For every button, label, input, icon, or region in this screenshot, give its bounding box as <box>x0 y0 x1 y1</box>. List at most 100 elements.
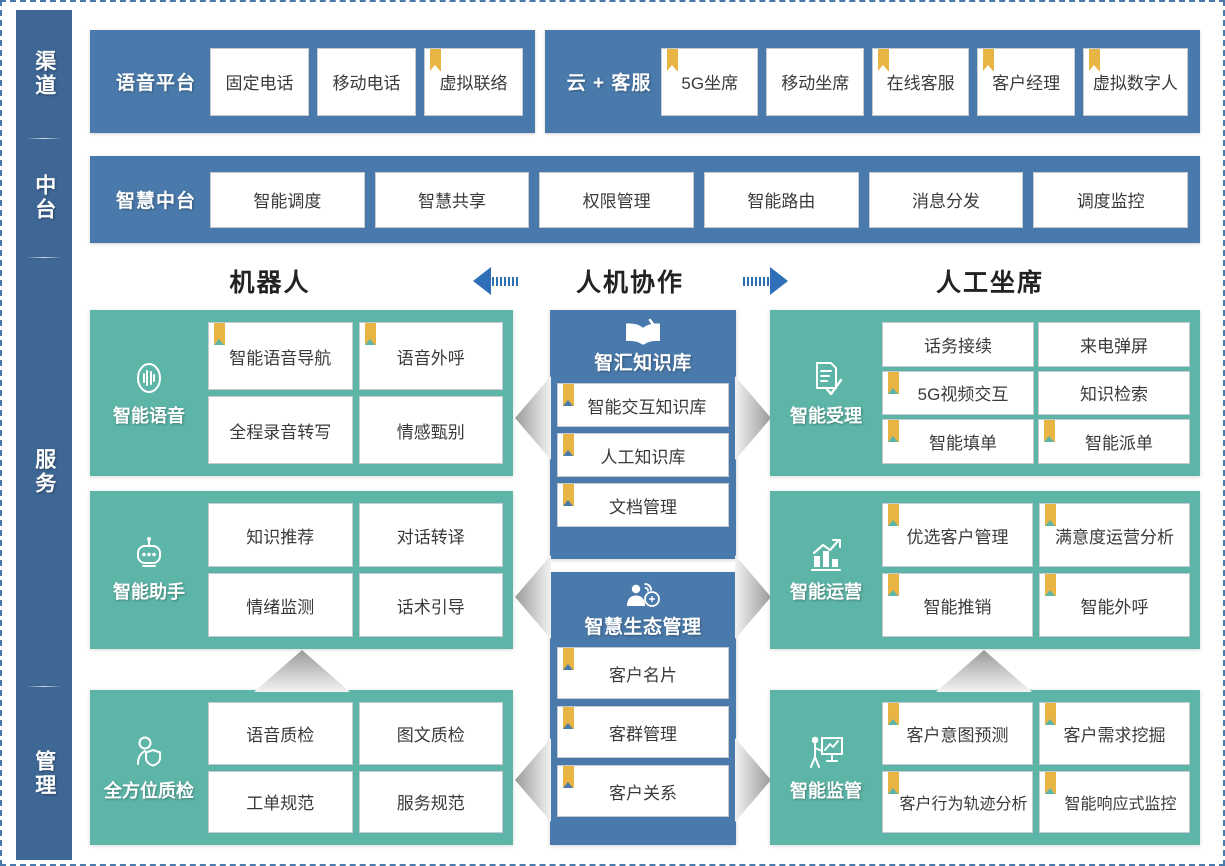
channel-item[interactable]: 5G坐席 <box>661 47 759 116</box>
panel-item[interactable]: 知识推荐 <box>208 503 353 567</box>
channel-voice-platform-band: 语音平台 固定电话 移动电话 虚拟联络 <box>90 30 535 133</box>
panel-item[interactable]: 智能派单 <box>1038 419 1190 464</box>
panel-item-label: 语音质检 <box>246 725 315 745</box>
midplatform-item[interactable]: 智能调度 <box>210 171 365 228</box>
panel-item-label: 智能派单 <box>1085 434 1153 454</box>
channel-item[interactable]: 虚拟联络 <box>424 47 523 116</box>
connector-left-voice <box>515 376 551 460</box>
sidebar-item-channel[interactable]: 渠道 <box>16 10 72 138</box>
panel-item-label: 情绪监测 <box>246 597 315 617</box>
panel-item[interactable]: 服务规范 <box>358 770 503 833</box>
panel-item[interactable]: 客户名片 <box>557 647 729 699</box>
bookmark-icon <box>888 504 899 526</box>
midplatform-item[interactable]: 权限管理 <box>539 171 695 228</box>
channel-item[interactable]: 虚拟数字人 <box>1082 47 1188 116</box>
sidebar: 渠道 中台 服务 管理 <box>16 10 72 860</box>
panel-item[interactable]: 对话转译 <box>358 503 503 567</box>
sidebar-item-label: 渠道 <box>32 50 56 98</box>
panel-item-label: 话术引导 <box>396 597 465 617</box>
panel-item-label: 语音外呼 <box>396 348 465 368</box>
panel-item[interactable]: 情绪监测 <box>208 573 353 637</box>
midplatform-item[interactable]: 调度监控 <box>1033 171 1189 228</box>
panel-item[interactable]: 客户需求挖掘 <box>1039 702 1190 765</box>
channel-item[interactable]: 移动电话 <box>317 47 416 116</box>
band-title: 语音平台 <box>115 73 196 94</box>
person-shield-icon <box>129 733 169 773</box>
panel-item[interactable]: 满意度运营分析 <box>1039 503 1190 567</box>
panel-item[interactable]: 情感甄别 <box>358 396 503 464</box>
panel-item-label: 智能外呼 <box>1080 597 1149 617</box>
panel-items: 知识推荐 对话转译 情绪监测 话术引导 <box>208 491 513 649</box>
midplatform-item[interactable]: 消息分发 <box>868 171 1024 228</box>
bookmark-icon <box>1045 703 1056 725</box>
panel-item[interactable]: 客户行为轨迹分析 <box>882 771 1033 833</box>
person-network-icon <box>620 580 666 612</box>
panel-item-label: 服务规范 <box>396 794 465 814</box>
panel-header: 智能受理 <box>770 358 882 428</box>
panel-knowledge-base: 智汇知识库 智能交互知识库 人工知识库 文档管理 <box>550 310 736 559</box>
panel-item[interactable]: 智能响应式监控 <box>1039 771 1190 833</box>
panel-item[interactable]: 人工知识库 <box>557 433 729 477</box>
panel-header: 智能监管 <box>770 733 882 803</box>
arrow-left-icon <box>450 267 540 295</box>
channel-item[interactable]: 移动坐席 <box>766 47 864 116</box>
panel-item-label: 5G视频交互 <box>917 385 1009 405</box>
midplatform-item-label: 消息分发 <box>912 192 981 211</box>
midplatform-item-label: 智能调度 <box>253 192 322 211</box>
panel-item[interactable]: 工单规范 <box>208 770 353 833</box>
panel-item-label: 优选客户管理 <box>906 527 1009 547</box>
panel-item[interactable]: 语音质检 <box>208 702 353 765</box>
sidebar-divider <box>26 686 62 687</box>
panel-item[interactable]: 全程录音转写 <box>208 396 353 464</box>
sidebar-item-midplatform[interactable]: 中台 <box>16 139 72 257</box>
panel-header: 智能语音 <box>90 358 208 428</box>
midplatform-item[interactable]: 智能路由 <box>704 171 859 228</box>
sidebar-item-management[interactable]: 管理 <box>16 687 72 860</box>
bookmark-icon <box>888 371 899 394</box>
open-book-icon <box>622 318 664 348</box>
panel-item-label: 知识检索 <box>1080 385 1148 405</box>
panel-item[interactable]: 5G视频交互 <box>882 370 1034 416</box>
sidebar-item-service[interactable]: 服务 <box>16 258 72 686</box>
panel-intelligent-operation: 智能运营 优选客户管理 满意度运营分析 智能推销 智能外呼 <box>770 491 1200 649</box>
channel-cloud-service-band: 云 + 客服 5G坐席 移动坐席 在线客服 客户经理 虚拟数字人 <box>545 30 1200 133</box>
panel-item[interactable]: 来电弹屏 <box>1038 322 1190 367</box>
panel-header: 智汇知识库 <box>594 318 692 375</box>
channel-item-label: 移动电话 <box>332 74 401 93</box>
panel-item[interactable]: 智能填单 <box>882 419 1034 464</box>
panel-item[interactable]: 智能交互知识库 <box>557 383 729 427</box>
band-title: 智慧中台 <box>115 191 196 212</box>
midplatform-item[interactable]: 智慧共享 <box>374 171 530 228</box>
panel-item[interactable]: 智能语音导航 <box>208 322 353 390</box>
panel-item[interactable]: 话务接续 <box>882 322 1034 367</box>
panel-item[interactable]: 客户关系 <box>557 765 729 817</box>
panel-item[interactable]: 智能外呼 <box>1039 573 1190 637</box>
panel-item[interactable]: 语音外呼 <box>358 322 503 390</box>
panel-item[interactable]: 智能推销 <box>882 573 1033 637</box>
channel-item[interactable]: 固定电话 <box>210 47 309 116</box>
bookmark-icon <box>1045 504 1056 526</box>
panel-item-label: 话务接续 <box>924 336 992 356</box>
panel-title: 智能运营 <box>790 582 862 602</box>
panel-item[interactable]: 知识检索 <box>1038 370 1190 416</box>
panel-item[interactable]: 客群管理 <box>557 706 729 758</box>
panel-item[interactable]: 文档管理 <box>557 483 729 527</box>
panel-item[interactable]: 话术引导 <box>358 573 503 637</box>
panel-intelligent-acceptance: 智能受理 话务接续 来电弹屏 5G视频交互 知识检索 智能填单 智能派单 <box>770 310 1200 476</box>
band-items: 固定电话 移动电话 虚拟联络 <box>210 47 523 116</box>
panel-item-label: 客户意图预测 <box>906 726 1009 745</box>
bookmark-icon <box>983 48 995 71</box>
channel-item[interactable]: 在线客服 <box>871 47 970 116</box>
connector-up-right <box>936 650 1032 692</box>
panel-title: 智能监管 <box>790 780 862 801</box>
panel-header: 智能助手 <box>90 536 208 604</box>
panel-items: 语音质检 图文质检 工单规范 服务规范 <box>208 690 513 845</box>
panel-item[interactable]: 优选客户管理 <box>882 503 1033 567</box>
panel-items: 优选客户管理 满意度运营分析 智能推销 智能外呼 <box>882 491 1200 649</box>
bookmark-icon <box>563 434 574 456</box>
bookmark-icon <box>563 707 574 729</box>
panel-item[interactable]: 图文质检 <box>358 702 503 765</box>
panel-item[interactable]: 客户意图预测 <box>882 702 1033 765</box>
panel-items: 话务接续 来电弹屏 5G视频交互 知识检索 智能填单 智能派单 <box>882 310 1200 476</box>
channel-item[interactable]: 客户经理 <box>977 47 1075 116</box>
